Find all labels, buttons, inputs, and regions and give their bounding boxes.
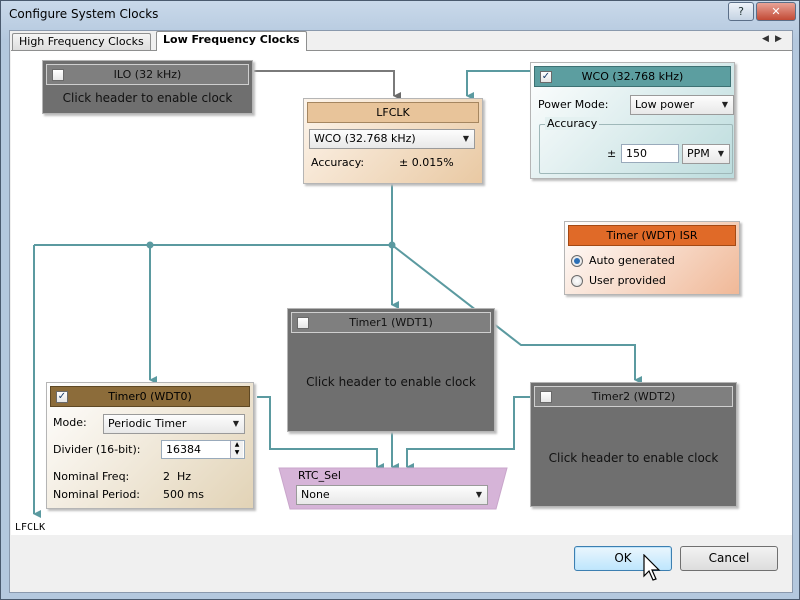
ilo-disabled-message: Click header to enable clock [62,91,233,105]
wco-accuracy-unit-value: PPM [687,147,710,160]
wire-timer2-rtcsel [406,396,532,471]
timer1-title: Timer1 (WDT1) [349,316,433,329]
wco-power-mode-label: Power Mode: [538,98,609,111]
wco-accuracy-input[interactable]: 150 [621,144,679,163]
wco-enable-checkbox[interactable]: ✓ [540,71,552,83]
wco-accuracy-value: 150 [626,147,647,160]
timer1-header[interactable]: Timer1 (WDT1) [291,312,491,333]
ok-button-label: OK [614,551,632,565]
wco-block: ✓ WCO (32.768 kHz) Power Mode: Low power… [530,62,735,179]
ilo-block: ILO (32 kHz) Click header to enable cloc… [42,60,253,114]
wco-power-mode-value: Low power [635,98,695,111]
lfclk-accuracy-value: ± 0.015% [399,156,454,169]
wco-accuracy-group [539,124,733,174]
spinner-arrows-icon[interactable]: ▲▼ [230,441,243,458]
user-provided-label[interactable]: User provided [589,274,666,287]
lfclk-source-value: WCO (32.768 kHz) [314,132,416,145]
wire-bus-timer2 [391,244,642,384]
lfclk-header: LFCLK [307,102,479,123]
bus-junction [146,241,154,249]
timer-isr-block: Timer (WDT) ISR Auto generated User prov… [564,221,740,295]
timer1-disabled-message: Click header to enable clock [306,375,476,389]
timer0-mode-label: Mode: [53,416,87,429]
tab-high-frequency-clocks[interactable]: High Frequency Clocks [12,33,151,51]
auto-generated-label[interactable]: Auto generated [589,254,675,267]
lfclk-source-select[interactable]: WCO (32.768 kHz) ▼ [309,129,475,149]
wco-accuracy-sign: ± [607,147,617,160]
timer2-title: Timer2 (WDT2) [591,390,676,403]
timer0-nominal-freq-label: Nominal Freq: [53,470,130,483]
tab-label: Low Frequency Clocks [163,33,300,46]
close-button[interactable]: ✕ [756,2,796,21]
chevron-down-icon: ▼ [462,134,469,143]
wire-ilo-lfclk [254,70,401,100]
wire-timer0-rtcsel [257,396,384,471]
dialog-body: High Frequency Clocks Low Frequency Cloc… [9,30,793,593]
auto-generated-radio[interactable] [571,255,583,267]
timer-isr-header: Timer (WDT) ISR [568,225,736,246]
lfclk-title: LFCLK [376,106,410,119]
timer1-enable-checkbox[interactable] [297,317,309,329]
timer0-title: Timer0 (WDT0) [108,390,192,403]
ilo-title: ILO (32 kHz) [113,68,182,81]
chevron-down-icon: ▼ [475,490,482,499]
wco-header[interactable]: ✓ WCO (32.768 kHz) [534,66,731,87]
chevron-down-icon: ▼ [232,419,239,428]
help-icon: ? [738,5,744,18]
timer1-block: Timer1 (WDT1) Click header to enable clo… [287,308,495,432]
timer0-mode-value: Periodic Timer [108,417,187,430]
timer0-divider-label: Divider (16-bit): [53,443,141,456]
timer2-header[interactable]: Timer2 (WDT2) [534,386,733,407]
bus-junction [388,241,396,249]
tab-scroll-right-icon[interactable]: ▶ [775,34,782,44]
timer0-divider-input[interactable]: 16384 ▲▼ [161,440,245,459]
tab-scroll-left-icon[interactable]: ◀ [762,34,769,44]
timer-isr-title: Timer (WDT) ISR [606,229,698,242]
title-bar[interactable]: Configure System Clocks ? ✕ [1,1,799,29]
wco-power-mode-select[interactable]: Low power ▼ [630,95,734,115]
chevron-down-icon: ▼ [717,149,724,158]
ilo-header[interactable]: ILO (32 kHz) [46,64,249,85]
cancel-button[interactable]: Cancel [680,546,778,571]
dialog-footer: OK Cancel [10,537,792,593]
tab-label: High Frequency Clocks [19,35,144,48]
rtc-sel-label: RTC_Sel [298,469,341,482]
timer2-disabled-message: Click header to enable clock [548,451,719,465]
mouse-cursor-icon [643,554,661,581]
lfclk-output-label: LFCLK [15,522,46,533]
timer0-mode-select[interactable]: Periodic Timer ▼ [103,414,245,434]
lfclk-block: LFCLK WCO (32.768 kHz) ▼ Accuracy: ± 0.0… [303,98,483,184]
timer0-nominal-period-value: 500 ms [163,488,204,501]
wco-accuracy-group-label: Accuracy [545,117,600,130]
window-title: Configure System Clocks [9,7,159,21]
help-button[interactable]: ? [728,2,754,21]
timer0-divider-value: 16384 [166,443,201,456]
timer2-enable-checkbox[interactable] [540,391,552,403]
tab-low-frequency-clocks[interactable]: Low Frequency Clocks [156,31,307,51]
timer2-block: Timer2 (WDT2) Click header to enable clo… [530,382,737,507]
rtc-sel-value: None [301,488,330,501]
timer0-enable-checkbox[interactable]: ✓ [56,391,68,403]
close-icon: ✕ [771,5,781,18]
wco-title: WCO (32.768 kHz) [581,70,684,83]
cancel-button-label: Cancel [708,551,750,565]
lfclk-accuracy-label: Accuracy: [311,156,365,169]
timer0-nominal-period-label: Nominal Period: [53,488,141,501]
timer0-header[interactable]: ✓ Timer0 (WDT0) [50,386,250,407]
clock-diagram-canvas: ILO (32 kHz) Click header to enable cloc… [11,50,792,535]
wco-accuracy-unit-select[interactable]: PPM ▼ [682,144,730,164]
ilo-enable-checkbox[interactable] [52,69,64,81]
timer0-block: ✓ Timer0 (WDT0) Mode: Periodic Timer ▼ D… [46,382,254,509]
chevron-down-icon: ▼ [721,100,728,109]
tab-strip: High Frequency Clocks Low Frequency Cloc… [10,31,792,51]
timer0-nominal-freq-value: 2 Hz [163,470,192,483]
user-provided-radio[interactable] [571,275,583,287]
wire-wco-lfclk [466,70,531,100]
rtc-sel-select[interactable]: None ▼ [296,485,488,505]
